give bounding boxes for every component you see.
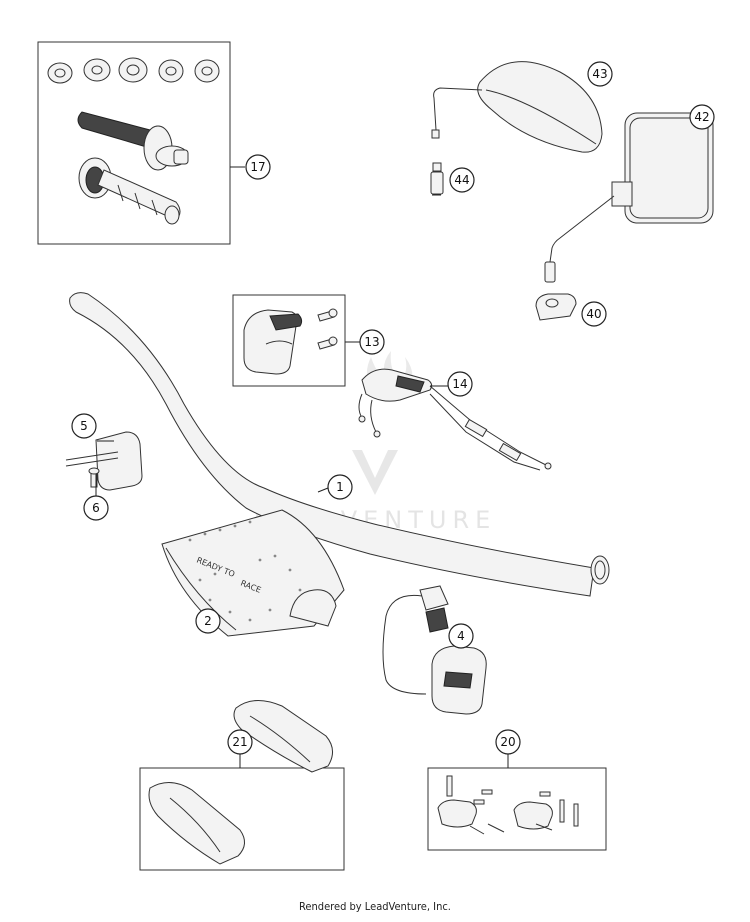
- svg-text:42: 42: [694, 110, 709, 124]
- handguard-kit: [139, 700, 345, 871]
- svg-text:13: 13: [364, 335, 379, 349]
- svg-text:20: 20: [500, 735, 515, 749]
- throttle-cams: [47, 57, 220, 84]
- throttle-housing-kit: [232, 294, 346, 387]
- callout-21: 21: [227, 729, 253, 755]
- handguard-kit-box: [139, 767, 345, 871]
- svg-text:1: 1: [336, 480, 344, 494]
- throttle-cable-14: [358, 368, 552, 471]
- throttle-housing-box: [232, 294, 346, 387]
- svg-text:4: 4: [457, 629, 465, 643]
- grip-kit-box: [37, 41, 231, 245]
- callout-20: 20: [495, 729, 521, 755]
- bar-clamp-5: [65, 431, 143, 491]
- mirror-43: [431, 61, 603, 153]
- clamp-kit-box: [427, 767, 607, 851]
- svg-text:43: 43: [592, 67, 607, 81]
- callout-44: 44: [449, 167, 475, 193]
- footer-credit: Rendered by LeadVenture, Inc.: [299, 900, 451, 913]
- leader-lines: [95, 166, 509, 768]
- callout-40: 40: [581, 301, 607, 327]
- handlebar: [69, 292, 610, 597]
- svg-text:6: 6: [92, 501, 100, 515]
- svg-text:40: 40: [586, 307, 601, 321]
- callout-43: 43: [587, 61, 613, 87]
- grip-kit: [37, 41, 231, 245]
- mirror-adapter-44: [430, 162, 444, 195]
- callout-1: 1: [327, 474, 353, 500]
- svg-text:5: 5: [80, 419, 88, 433]
- callout-14: 14: [447, 371, 473, 397]
- callout-2: 2: [195, 608, 221, 634]
- svg-text:2: 2: [204, 614, 212, 628]
- callout-13: 13: [359, 329, 385, 355]
- grip-throttle-side: [77, 111, 189, 171]
- svg-text:14: 14: [452, 377, 467, 391]
- grip-clutch-side: [78, 157, 181, 225]
- callout-4: 4: [448, 623, 474, 649]
- svg-text:44: 44: [454, 173, 469, 187]
- mirror-42: [544, 112, 714, 283]
- mirror-clamp-40: [535, 293, 577, 321]
- switch-4: [382, 585, 487, 715]
- callout-5: 5: [71, 413, 97, 439]
- bolt-6: [88, 467, 100, 488]
- callout-42: 42: [689, 104, 715, 130]
- svg-text:21: 21: [232, 735, 247, 749]
- svg-text:17: 17: [250, 160, 265, 174]
- bar-pad: READY TO RACE: [161, 509, 345, 637]
- callout-6: 6: [83, 495, 109, 521]
- clamp-kit: [427, 767, 607, 851]
- callout-17: 17: [245, 154, 271, 180]
